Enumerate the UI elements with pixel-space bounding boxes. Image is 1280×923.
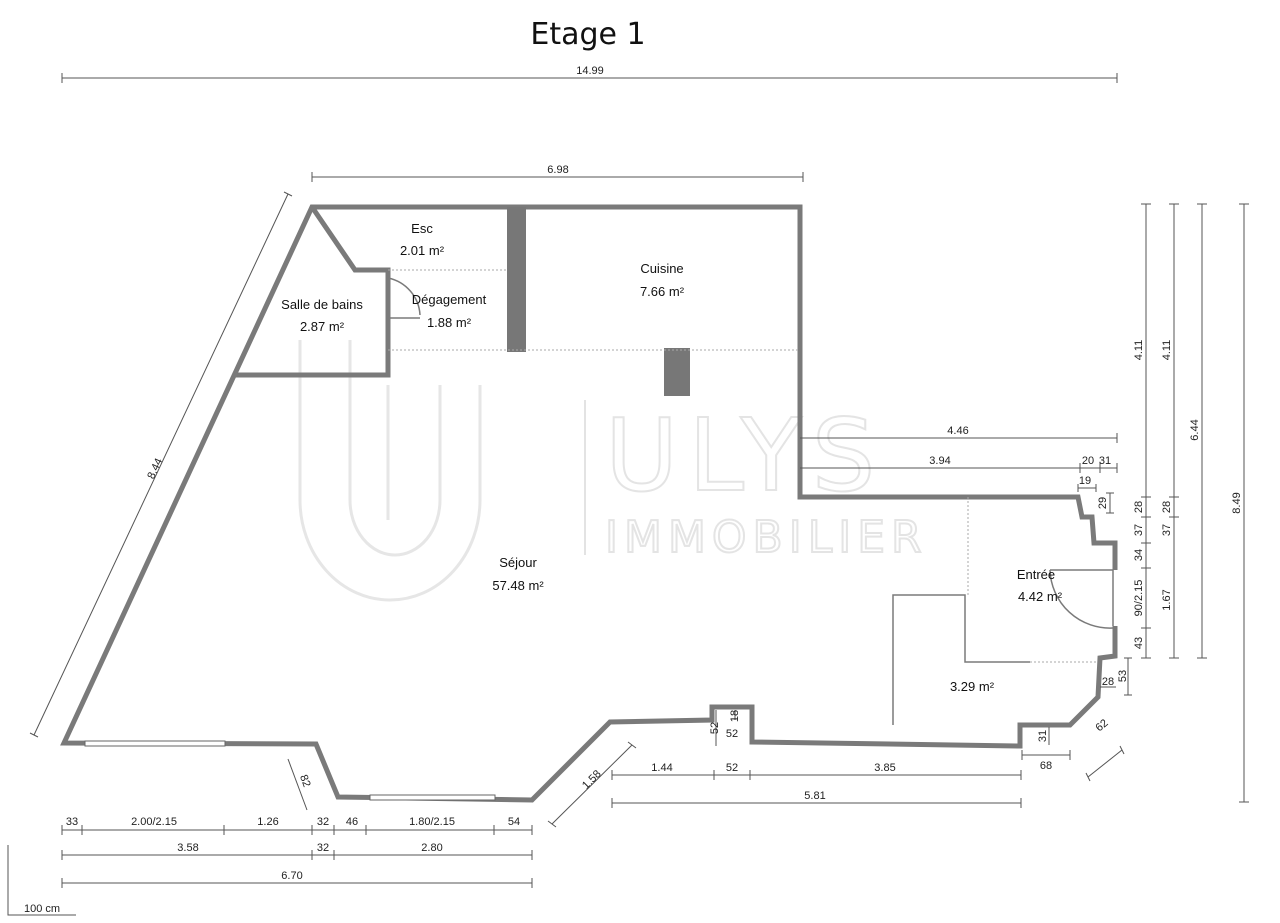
dim: 1.26 [257,816,278,828]
watermark-sub: IMMOBILIER [605,512,928,563]
dim: 28 [1102,676,1114,688]
dim: 1.44 [651,762,672,774]
dim: 8.49 [1231,492,1243,513]
dim: 31 [1099,455,1111,467]
windows [84,740,496,801]
dim: 32 [317,842,329,854]
room-esc-area: 2.01 m² [400,243,445,258]
dim: 33 [66,816,78,828]
dim: 52 [726,728,738,740]
dim-left-diagonal: 8.44 [145,456,165,480]
dim: 1.58 [580,768,604,792]
dim: 19 [1079,475,1091,487]
room-entree-name: Entrée [1017,567,1055,582]
dim: 4.11 [1161,340,1173,361]
dim: 3.85 [874,762,895,774]
dim: 82 [297,773,312,789]
room-esc-name: Esc [411,221,433,236]
wall-pillar [507,207,526,352]
room-sejour-name: Séjour [499,555,537,570]
dim: 3.58 [177,842,198,854]
dim: 52 [709,722,721,734]
dim: 5.81 [804,790,825,802]
dim: 6.44 [1189,419,1201,440]
dimension-lines [7,73,1249,916]
dim: 32 [317,816,329,828]
dim: 20 [1082,455,1094,467]
room-cuisine-area: 7.66 m² [640,284,685,299]
dim: 31 [1037,730,1049,742]
room-cuisine-name: Cuisine [640,261,683,276]
watermark-brand: ULYS [605,397,885,514]
dim: 3.94 [929,455,950,467]
dim: 62 [1094,717,1111,734]
dim: 28 [1133,501,1145,513]
dim: 6.70 [281,870,302,882]
room-unnamed-area: 3.29 m² [950,679,995,694]
dim: 90/2.15 [1133,580,1145,617]
dim: 52 [726,762,738,774]
dim: 2.00/2.15 [131,816,177,828]
dim: 2.80 [421,842,442,854]
room-degagement-area: 1.88 m² [427,315,472,330]
dim: 28 [1161,501,1173,513]
dim-total-width: 14.99 [576,65,604,77]
watermark-logo: ULYS IMMOBILIER [298,340,928,602]
scale-label: 100 cm [24,903,60,915]
scale-bar [7,845,76,916]
room-sdb-area: 2.87 m² [300,319,345,334]
dim: 53 [1117,670,1129,682]
dim: 1.67 [1161,589,1173,610]
pillar [664,348,690,396]
dim-top-width: 6.98 [547,164,568,176]
dim: 68 [1040,760,1052,772]
dim: 4.46 [947,425,968,437]
room-degagement-name: Dégagement [412,292,487,307]
dim: 18 [729,710,741,722]
bathroom-walls [235,205,391,378]
dimension-labels: 14.99 6.98 8.44 4.46 3.94 20 31 19 29 28… [24,65,1243,915]
degagement-door [387,277,421,319]
dim: 54 [508,816,520,828]
dim: 37 [1133,524,1145,536]
exterior-walls [60,204,1118,803]
room-sejour-area: 57.48 m² [492,578,544,593]
entree-door-swing [1049,569,1114,629]
room-entree-area: 4.42 m² [1018,589,1063,604]
dim: 1.80/2.15 [409,816,455,828]
room-labels: Esc 2.01 m² Cuisine 7.66 m² Salle de bai… [281,221,1063,694]
room-sdb-name: Salle de bains [281,297,363,312]
dim: 34 [1133,549,1145,561]
floor-title: Etage 1 [530,17,645,52]
dim: 29 [1097,497,1109,509]
dim: 37 [1161,524,1173,536]
dim: 4.11 [1133,340,1145,361]
dim: 43 [1133,637,1145,649]
dim: 46 [346,816,358,828]
